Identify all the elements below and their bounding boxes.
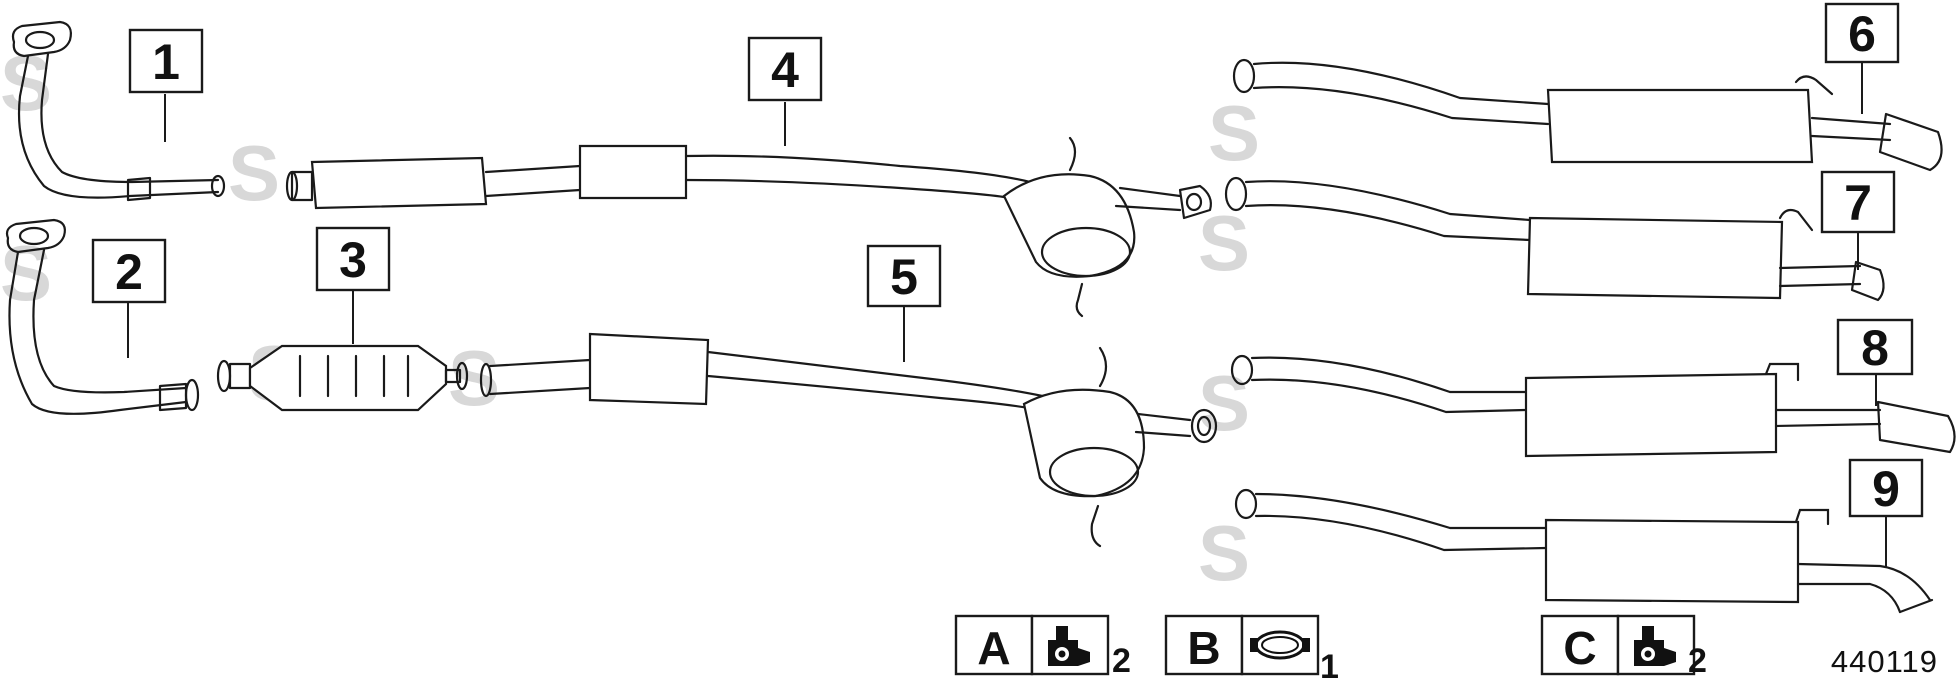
callout-label: 6 xyxy=(1848,6,1876,62)
callout-label: 5 xyxy=(890,249,918,305)
callout-label: 9 xyxy=(1872,461,1900,517)
callout-7: 7 xyxy=(1820,170,1896,234)
key-a: A 2 xyxy=(954,614,1131,680)
key-quantity: 1 xyxy=(1320,648,1339,683)
watermark: S xyxy=(1198,509,1250,597)
part-3-catalytic-converter xyxy=(216,344,469,412)
part-1-front-pipe xyxy=(11,20,226,202)
key-c: C 2 xyxy=(1540,614,1707,680)
watermark: S xyxy=(1198,199,1250,287)
callout-label: 8 xyxy=(1861,320,1889,376)
callout-label: 2 xyxy=(115,244,143,300)
callout-label: 4 xyxy=(771,42,799,98)
watermark: S xyxy=(1208,89,1260,177)
leader-lines xyxy=(127,62,1887,568)
key-b: B 1 xyxy=(1164,614,1339,683)
part-7-rear-muffler xyxy=(1224,176,1885,302)
callout-label: 3 xyxy=(339,232,367,288)
callout-9: 9 xyxy=(1848,458,1924,518)
callout-4: 4 xyxy=(747,36,823,102)
callout-6: 6 xyxy=(1824,2,1900,64)
callout-2: 2 xyxy=(91,238,167,304)
callout-label: 7 xyxy=(1844,175,1872,231)
watermark: S xyxy=(1198,359,1250,447)
pipe-clamp-icon xyxy=(1250,630,1310,660)
part-5-center-pipe xyxy=(479,332,1218,548)
part-6-rear-muffler xyxy=(1232,58,1943,172)
callout-5: 5 xyxy=(866,244,942,308)
key-letter: A xyxy=(977,622,1010,674)
rubber-hanger-icon xyxy=(1634,626,1676,666)
reference-number: 440119 xyxy=(1831,644,1938,679)
rubber-hanger-icon xyxy=(1048,626,1090,666)
callout-8: 8 xyxy=(1836,318,1914,376)
part-4-center-pipe xyxy=(285,136,1212,318)
key-letter: C xyxy=(1563,622,1596,674)
watermarks: S S S S S S S S S xyxy=(0,39,1260,597)
key-quantity: 2 xyxy=(1688,642,1707,680)
part-9-rear-muffler xyxy=(1234,488,1934,614)
key-letter: B xyxy=(1187,622,1220,674)
watermark: S xyxy=(448,334,500,422)
watermark: S xyxy=(228,129,280,217)
key-quantity: 2 xyxy=(1112,642,1131,680)
callout-label: 1 xyxy=(152,34,180,90)
callout-1: 1 xyxy=(128,28,204,94)
part-2-front-pipe xyxy=(5,218,200,415)
callout-3: 3 xyxy=(315,226,391,292)
part-8-rear-muffler xyxy=(1230,354,1956,458)
